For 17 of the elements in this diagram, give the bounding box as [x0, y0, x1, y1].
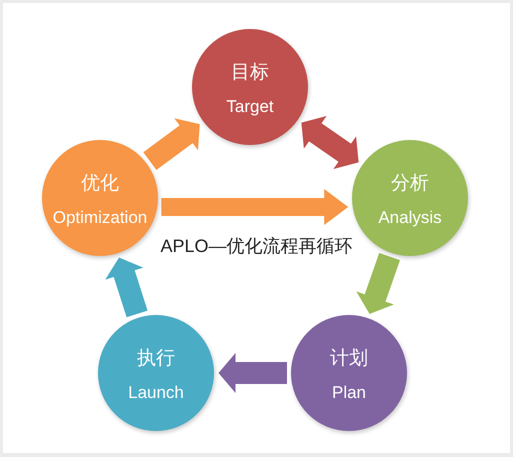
block-arrow [143, 118, 200, 170]
node-label: Optimization [52, 208, 148, 228]
block-arrow [218, 353, 287, 393]
block-arrow [105, 258, 148, 318]
node-label: Analysis [378, 208, 442, 228]
node-label: 执行 [137, 348, 175, 370]
node-label: 计划 [330, 348, 368, 370]
node-label: 优化 [81, 172, 119, 194]
block-arrow [161, 189, 348, 225]
node-label: 分析 [391, 172, 429, 194]
node-label: Plan [332, 382, 366, 402]
node-label: Launch [128, 382, 184, 402]
node-label: 目标 [231, 62, 269, 84]
node-label: Target [226, 96, 274, 116]
title: APLO—优化流程再循环 [160, 236, 353, 256]
block-arrow [301, 116, 359, 170]
block-arrow [356, 252, 400, 314]
